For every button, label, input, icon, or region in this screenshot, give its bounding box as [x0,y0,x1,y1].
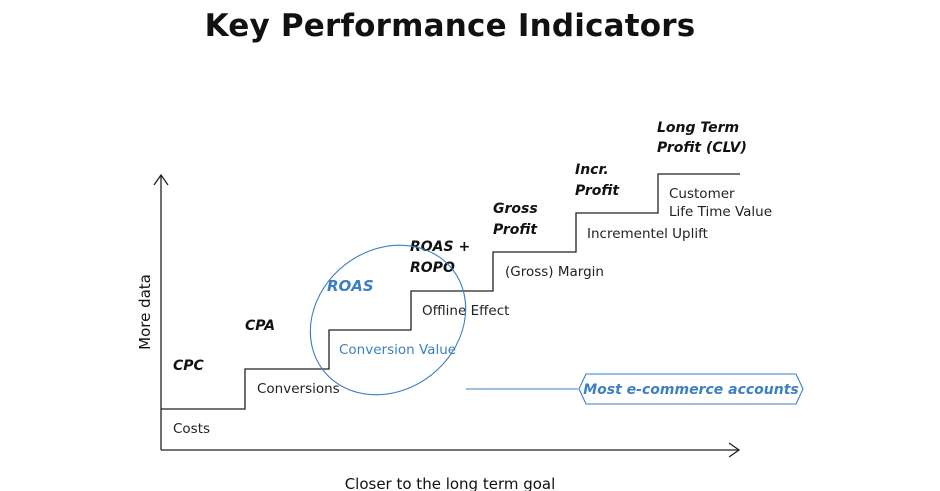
y-axis-arrow-icon [153,173,169,186]
metric-label-customer-ltv-line-2: Life Time Value [669,204,772,220]
kpi-label-roas: ROAS [327,277,374,295]
kpi-label-roas-ropo: ROAS + ROPO [410,239,475,276]
kpi-label-roas-ropo-line-1: ROAS + [410,239,470,255]
metric-label-conversion-value: Conversion Value [339,342,456,358]
kpi-label-cpa: CPA [245,318,275,334]
metric-label-customer-ltv-line-1: Customer [669,186,735,202]
metric-label-incremental-uplift: Incrementel Uplift [587,226,708,242]
kpi-label-long-term-profit-line-1: Long Term [657,120,739,136]
metric-label-gross-margin: (Gross) Margin [505,264,604,280]
kpi-label-incr-profit: Incr. Profit [575,162,620,199]
x-axis-arrow-icon [728,442,741,458]
highlight-ellipse [309,244,467,396]
highlight-badge-label: Most e-commerce accounts [583,382,799,398]
kpi-label-incr-profit-line-1: Incr. [575,162,609,178]
kpi-label-long-term-profit-line-2: Profit (CLV) [657,140,747,156]
kpi-label-gross-profit-line-2: Profit [493,222,538,238]
kpi-label-gross-profit-line-1: Gross [493,201,538,217]
page-title: Key Performance Indicators [204,8,696,44]
metric-label-costs: Costs [173,421,210,437]
metric-label-customer-ltv: Customer Life Time Value [669,186,772,220]
kpi-label-incr-profit-line-2: Profit [575,183,620,199]
staircase-line [161,173,740,410]
metric-label-conversions: Conversions [257,381,340,397]
kpi-label-gross-profit: Gross Profit [493,201,543,238]
kpi-label-long-term-profit: Long Term Profit (CLV) [657,120,747,156]
kpi-label-roas-ropo-line-2: ROPO [410,260,455,276]
x-axis-label: Closer to the long term goal [345,475,556,491]
y-axis-label: More data [136,274,154,350]
highlight-badge [578,373,804,405]
kpi-label-cpc: CPC [173,358,205,374]
